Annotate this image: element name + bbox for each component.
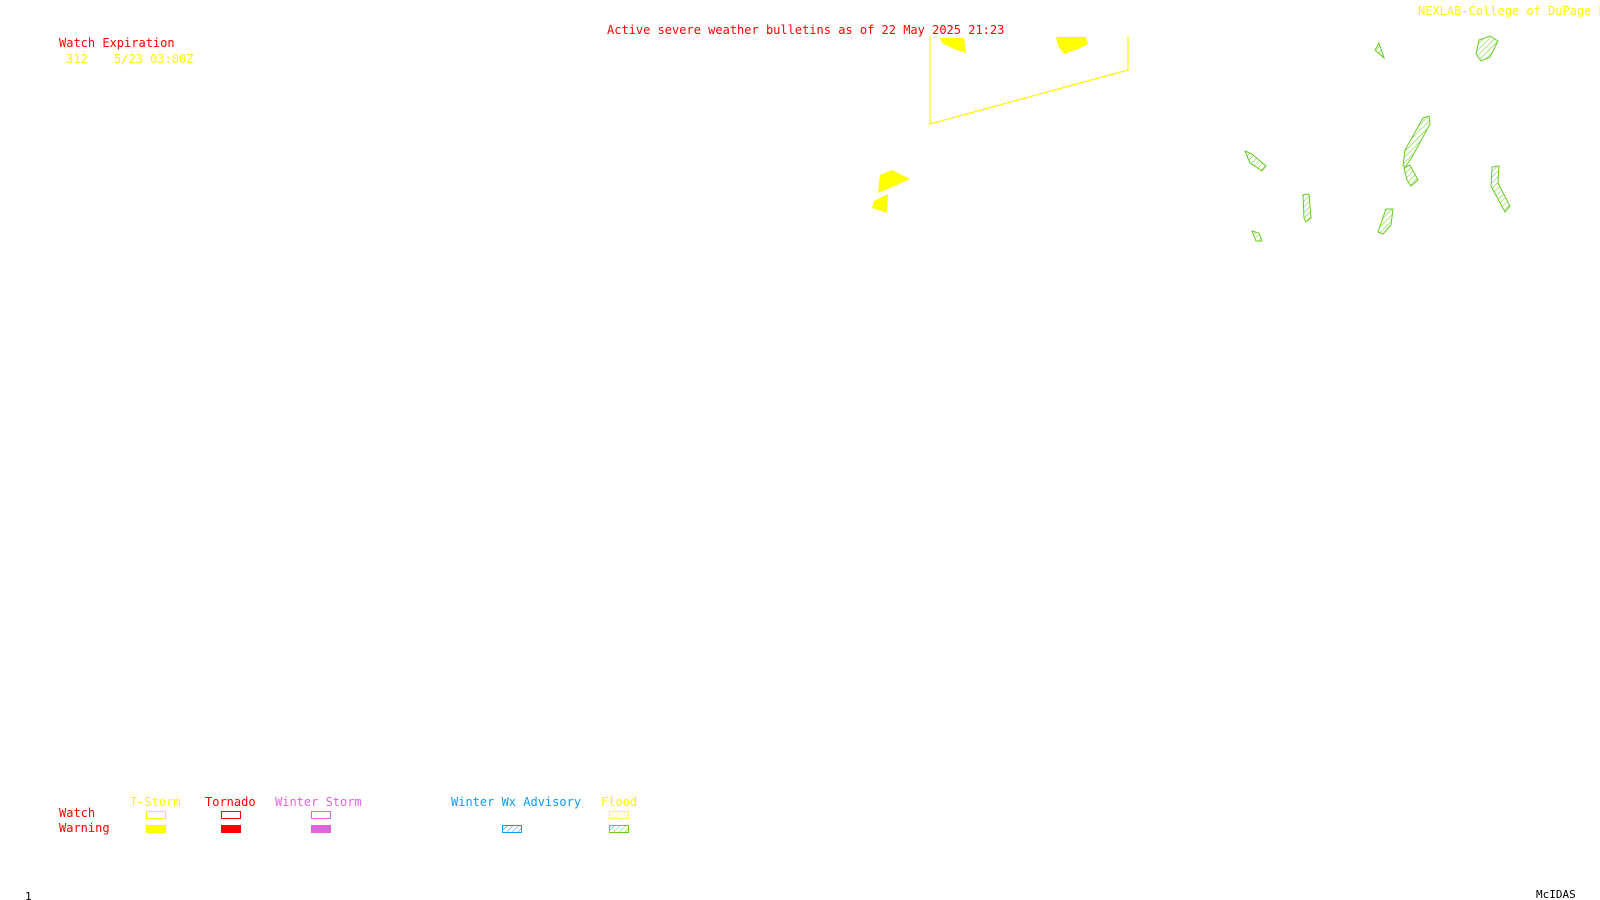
flood-warning-polygon: [1402, 115, 1431, 167]
flood-warning-polygon: [1403, 164, 1419, 187]
legend-warning-row-label: Warning: [59, 821, 110, 835]
legend-tornado-warning-swatch: [221, 825, 241, 833]
flood-warning-polygon: [1490, 165, 1511, 213]
legend-winter-advisory-swatch: [502, 825, 522, 833]
watch-expiration-heading: Watch Expiration: [59, 36, 175, 50]
legend-tstorm-warning-swatch: [146, 825, 166, 833]
tstorm-warning-polygon: [940, 38, 966, 53]
flood-warning-polygon: [1374, 41, 1386, 60]
legend-winter-storm-watch-swatch: [311, 811, 331, 819]
tstorm-watch-outline: [929, 36, 1129, 125]
legend-tstorm-label: T-Storm: [130, 795, 181, 809]
flood-warning-polygon: [1377, 208, 1394, 235]
legend-flood-warning-swatch: [609, 825, 629, 833]
bulletin-title: Active severe weather bulletins as of 22…: [607, 23, 1005, 37]
legend-watch-row-label: Watch: [59, 806, 96, 820]
legend-winter-storm-warning-swatch: [311, 825, 331, 833]
software-label: McIDAS: [1536, 888, 1576, 900]
legend-tstorm-watch-swatch: [146, 811, 166, 819]
legend-flood-label: Flood: [601, 795, 638, 809]
legend-tornado-watch-swatch: [221, 811, 241, 819]
flood-warning-polygon: [1244, 150, 1267, 172]
tstorm-warning-polygon: [872, 194, 888, 213]
tstorm-warning-polygon: [878, 170, 910, 193]
tstorm-warning-polygon: [1056, 37, 1088, 54]
watch-expires: 5/23 03:00Z: [114, 52, 194, 66]
legend-winter-advisory-label: Winter Wx Advisory: [451, 795, 582, 809]
legend-flood-watch-swatch: [609, 811, 629, 819]
watch-number: 312: [66, 52, 88, 66]
source-credit: NEXLAB-College of DuPage R: [1418, 4, 1600, 18]
legend-winter-storm-label: Winter Storm: [275, 795, 362, 809]
flood-warning-polygon: [1302, 193, 1312, 223]
flood-warning-polygon: [1251, 230, 1263, 242]
frame-number: 1: [25, 890, 32, 900]
legend-tornado-label: Tornado: [205, 795, 256, 809]
flood-warning-polygon: [1475, 35, 1499, 62]
